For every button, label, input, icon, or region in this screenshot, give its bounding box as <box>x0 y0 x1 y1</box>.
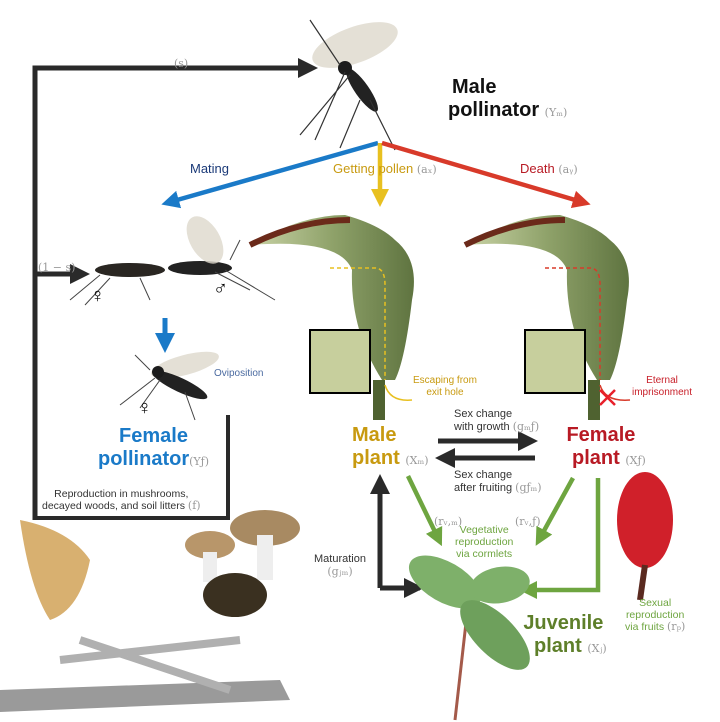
male-plant-inset <box>309 329 371 394</box>
veg-repro-female-arrow <box>535 476 575 546</box>
male-pollinator-var: (Yₘ) <box>544 106 568 119</box>
blocked-x-icon <box>599 389 616 406</box>
female-symbol-2: ♀ <box>137 397 152 419</box>
mating-arrow <box>161 140 379 209</box>
female-pollinator-title: Female pollinator(Yƒ) <box>98 425 209 471</box>
juvenile-plant-image <box>408 555 530 721</box>
maturation-label: Maturation(gⱼₘ) <box>314 553 366 578</box>
death-arrow <box>381 140 591 209</box>
mating-label: Mating <box>190 161 230 176</box>
female-symbol: ♀ <box>90 285 105 307</box>
rvm-label: (rᵥ,ₘ) <box>434 515 463 528</box>
mushroom-litter-image <box>0 510 300 712</box>
juvenile-plant-title: Juvenile plant (Xⱼ) <box>523 612 607 657</box>
male-pollinator-line1: Male <box>452 76 497 98</box>
female-pollinator-line1: Female <box>119 425 188 447</box>
death-label: Death (aᵧ) <box>520 161 578 176</box>
fruit-cluster-image <box>617 472 673 601</box>
female-plant-inset <box>524 329 586 394</box>
female-plant-image <box>463 215 631 420</box>
reproduction-mushrooms-label: Reproduction in mushrooms, decayed woods… <box>42 488 201 513</box>
one-minus-s-label: (1 − s) <box>38 261 76 274</box>
veg-repro-male-arrow <box>405 475 443 547</box>
female-pollinator-fly <box>119 351 219 421</box>
female-pollinator-var: (Yƒ) <box>189 455 210 468</box>
female-plant-title: Female plant (Xƒ) <box>566 424 646 469</box>
male-plant-image <box>248 215 414 420</box>
oviposition-label: Oviposition <box>214 368 264 379</box>
survival-rate-label: (s) <box>174 57 189 70</box>
survival-loop-arrow <box>32 58 318 520</box>
sexual-repro-arrow <box>519 478 601 599</box>
rvf-label: (rᵥ,ƒ) <box>515 515 541 528</box>
female-pollinator-line2: pollinator <box>98 448 190 470</box>
male-pollinator-title: Male pollinator (Yₘ) <box>448 76 567 122</box>
male-symbol: ♂ <box>213 278 228 300</box>
male-plant-title: Male plant (Xₘ) <box>352 424 429 469</box>
male-pollinator-fly <box>299 19 398 151</box>
male-pollinator-line2: pollinator <box>448 99 540 121</box>
mating-flies <box>69 216 276 306</box>
getting-pollen-label: Getting pollen (aₓ) <box>333 161 437 176</box>
